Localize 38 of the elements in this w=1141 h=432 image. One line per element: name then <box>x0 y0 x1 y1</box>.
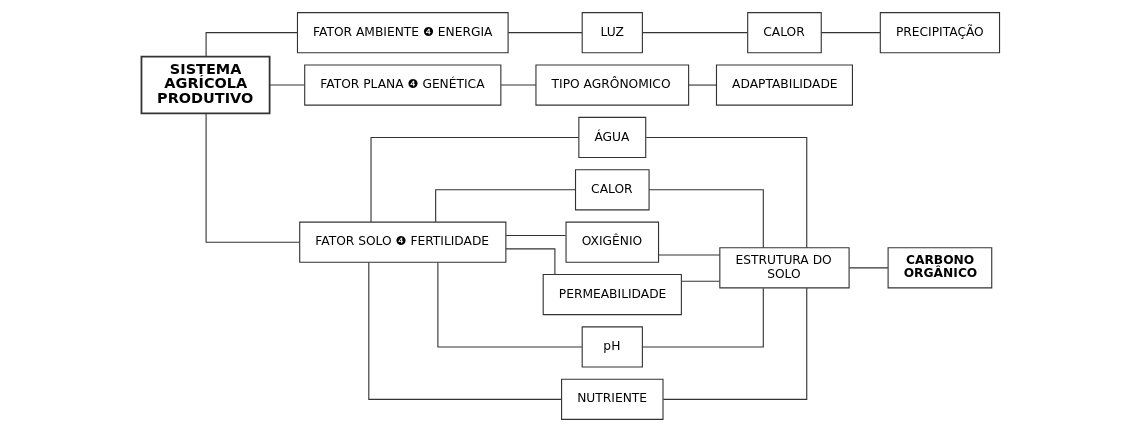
connector <box>368 261 563 400</box>
node-box: CARBONO ORGÂNICO <box>887 247 993 289</box>
node-box: ÁGUA <box>578 116 647 159</box>
connector <box>648 189 764 249</box>
connector <box>437 261 583 348</box>
connector <box>820 32 881 34</box>
connector <box>645 136 808 249</box>
connector <box>662 287 808 400</box>
node-box: TIPO AGRÔNOMICO <box>535 64 690 106</box>
node-box: NUTRIENTE <box>561 378 664 420</box>
node-box: PERMEABILIDADE <box>542 273 682 316</box>
connector <box>507 32 583 34</box>
connector <box>641 287 764 348</box>
connector <box>681 280 721 282</box>
connector <box>642 32 749 34</box>
connector <box>688 84 717 86</box>
connector <box>205 112 301 243</box>
connector <box>370 136 580 223</box>
connector <box>205 32 298 57</box>
node-box: OXIGÊNIO <box>565 221 660 263</box>
node-box: FATOR AMBIENTE ❹ ENERGIA <box>296 12 509 54</box>
connector <box>658 254 721 256</box>
connector <box>848 267 889 269</box>
node-box: FATOR SOLO ❹ FERTILIDADE <box>299 221 507 263</box>
node-box: PRECIPITAÇÃO <box>879 12 1001 54</box>
node-box: ESTRUTURA DO SOLO <box>719 247 850 289</box>
node-box: LUZ <box>581 12 643 54</box>
connector <box>505 248 556 275</box>
node-box: FATOR PLANA ❹ GENÉTICA <box>304 64 502 106</box>
connector <box>505 234 567 237</box>
node-box: CALOR <box>574 169 650 211</box>
node-box: SISTEMA AGRÍCOLA PRODUTIVO <box>140 55 271 115</box>
node-box: ADAPTABILIDADE <box>715 64 853 106</box>
connector <box>500 84 537 86</box>
connector <box>435 189 576 223</box>
connector <box>269 84 305 86</box>
node-box: pH <box>581 326 643 368</box>
node-box: CALOR <box>747 12 822 54</box>
